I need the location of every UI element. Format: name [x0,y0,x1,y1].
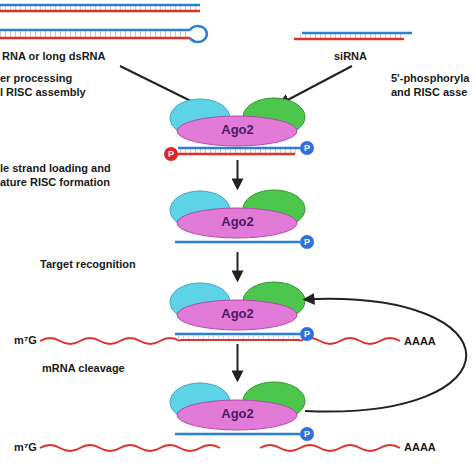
passenger-strand [172,153,295,156]
base-pair-ticks [0,6,200,10]
phosphate-label: P [300,141,314,155]
step-label: l RISC assembly [0,86,86,99]
protein-label: Ago2 [170,122,305,138]
base-pair-ticks [178,336,298,339]
flow-arrow [237,160,239,188]
sirna-strand [294,38,404,41]
step-label: mRNA cleavage [42,362,125,375]
step-label: m⁷G [14,334,37,347]
input-arrow [280,66,352,104]
phosphate-circle: P [300,235,314,249]
phosphate-label: P [164,147,178,161]
sense-strand [0,4,200,7]
phosphate-circle: P [300,327,314,341]
risc-complex: Ago2P [170,190,305,248]
hairpin-strand [0,29,190,32]
flow-arrow [237,252,239,280]
step-label: RNA or long dsRNA [2,50,105,63]
cleaved-mrna [40,445,220,451]
hairpin-loop [190,26,207,42]
phosphate-label: P [300,427,314,441]
hairpin-strand [0,37,190,40]
phosphate-circle: P [164,147,178,161]
phosphate-circle: P [300,141,314,155]
step-label: m⁷G [14,441,37,454]
antisense-strand [0,10,200,13]
guide-strand [178,147,300,150]
step-label: siRNA [334,50,367,63]
risc-complex: Ago2P [170,382,305,440]
mrna-strand [40,338,400,344]
step-label: Target recognition [40,258,136,271]
base-pair-ticks [0,31,190,37]
step-label: AAAA [404,441,436,454]
protein-label: Ago2 [170,306,305,322]
step-label: AAAA [404,335,436,348]
cleaved-mrna [260,445,400,451]
step-label: er processing [0,72,72,85]
protein-label: Ago2 [170,214,305,230]
protein-label: Ago2 [170,406,305,422]
step-label: le strand loading and [0,162,111,175]
step-label: ature RISC formation [0,176,110,189]
phosphate-label: P [300,235,314,249]
guide-strand [175,433,300,436]
step-label: and RISC asse [391,86,467,99]
phosphate-label: P [300,327,314,341]
step-label: 5'-phosphoryla [391,72,469,85]
guide-strand [175,241,300,244]
guide-strand [175,333,300,336]
flow-arrow [305,299,466,412]
flow-arrow [237,344,239,380]
risc-complex: Ago2P [170,282,305,340]
phosphate-circle: P [300,427,314,441]
risc-complex: Ago2PP [170,98,305,156]
sirna-strand [302,32,412,35]
